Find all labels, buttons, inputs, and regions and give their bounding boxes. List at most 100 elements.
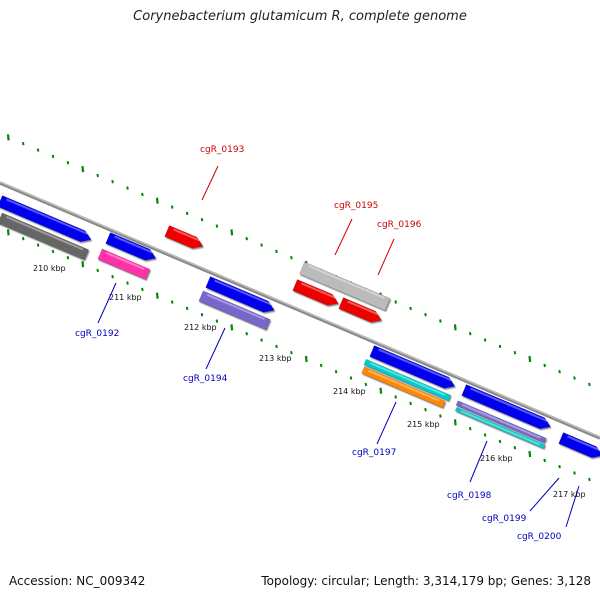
reverse-gene-0196: [338, 297, 382, 323]
scale-tick: [439, 414, 442, 418]
scale-tick: [573, 471, 576, 475]
scale-tick: [453, 324, 457, 331]
scale-tick: [394, 300, 397, 304]
scale-tick: [230, 229, 234, 236]
scale-tick: [111, 180, 114, 184]
scale-tick: [155, 292, 159, 299]
gene-label-cgR-0194: cgR_0194: [183, 374, 228, 384]
scale-tick: [558, 465, 561, 469]
gene-label-cgR-0197: cgR_0197: [352, 448, 396, 458]
scale-tick: [6, 229, 10, 236]
scale-tick: [319, 363, 323, 368]
scale-tick: [275, 249, 278, 254]
scale-tick: [439, 319, 442, 323]
scale-tick: [290, 256, 293, 260]
forward-gene-0197-highlight: [378, 348, 452, 382]
scale-tick: [543, 458, 546, 463]
gene-label-cgR-0198: cgR_0198: [447, 491, 492, 501]
cyan-feature-0198-highlight: [460, 410, 540, 446]
scale-tick: [51, 154, 55, 159]
scale-tick: [588, 477, 591, 482]
scale-tick: [200, 218, 204, 222]
scale-tick: [543, 363, 546, 368]
scale-label: 214 kbp: [333, 387, 366, 396]
scale-tick: [6, 134, 10, 141]
scale-tick: [424, 313, 427, 317]
scale-tick: [260, 243, 263, 247]
scale-tick: [424, 408, 427, 412]
orange-feature-0197-highlight: [368, 369, 440, 402]
forward-gene-0197: [369, 345, 456, 389]
scale-tick: [200, 313, 204, 317]
scale-tick: [21, 142, 25, 146]
backbone: [0, 181, 600, 440]
scale-tick: [334, 370, 338, 374]
scale-tick: [379, 387, 383, 394]
scale-tick: [468, 332, 472, 336]
scale-tick: [215, 224, 219, 228]
scale-tick: [81, 165, 85, 173]
reverse-gene-0193-highlight: [173, 228, 200, 242]
forward-gene-0198-highlight: [470, 387, 548, 422]
scale-tick: [498, 439, 502, 444]
scale-tick: [260, 338, 263, 342]
scale-tick: [483, 338, 487, 342]
scale-tick: [215, 319, 219, 323]
scale-tick: [409, 401, 412, 406]
scale-tick: [96, 268, 99, 273]
slate-feature-0198-highlight: [461, 403, 541, 439]
scale-tick: [245, 332, 248, 336]
forward-gene-0200-highlight: [567, 435, 600, 451]
scale-tick: [155, 197, 159, 204]
scale-tick: [141, 192, 144, 197]
cyan-feature-0197-highlight: [370, 362, 446, 396]
scale-tick: [513, 446, 517, 450]
gene-label-cgR-0196: cgR_0196: [377, 220, 422, 230]
scale-tick: [290, 351, 293, 355]
gene-label-cgR-0193: cgR_0193: [200, 145, 244, 155]
gene-label-cgR-0200: cgR_0200: [517, 532, 562, 542]
scale-tick: [185, 211, 189, 216]
scale-tick: [513, 351, 517, 355]
scale-tick: [528, 355, 532, 363]
map-title: Corynebacterium glutamicum R, complete g…: [133, 9, 467, 24]
scale-tick: [170, 205, 174, 209]
scale-tick: [170, 300, 174, 304]
forward-gene-0194: [205, 276, 275, 313]
scale-tick: [141, 287, 144, 292]
magenta-feature-0192-highlight: [105, 252, 145, 270]
topology-text: Topology: circular; Length: 3,314,179 bp…: [261, 574, 591, 588]
scale-tick: [66, 256, 70, 260]
forward-gene-0192-highlight: [114, 235, 153, 254]
scale-tick: [36, 243, 40, 247]
scale-tick: [304, 355, 308, 363]
scale-tick: [245, 237, 248, 241]
reverse-gene-0195: [292, 279, 339, 306]
scale-tick: [230, 324, 234, 331]
scale-label: 217 kbp: [553, 490, 586, 499]
scale-tick: [528, 450, 532, 458]
scale-label: 216 kbp: [480, 454, 513, 463]
gene-label-cgR-0195: cgR_0195: [334, 201, 378, 211]
forward-gene-0192: [105, 232, 157, 261]
scale-tick: [21, 237, 25, 241]
scale-labels: 210 kbp 211 kbp 212 kbp 213 kbp 214 kbp …: [33, 264, 586, 499]
gray-feature-0195-highlight: [308, 265, 385, 299]
reverse-gene-0195-highlight: [301, 282, 336, 299]
slate-feature-0194: [198, 290, 271, 330]
slate-feature-0194-highlight: [206, 294, 265, 321]
dark-gray-feature-0191-highlight: [5, 216, 84, 251]
scale-label: 210 kbp: [33, 264, 66, 273]
gray-feature-0195: [299, 261, 391, 311]
scale-tick: [364, 382, 368, 387]
accession-text: Accession: NC_009342: [9, 574, 146, 588]
reverse-gene-0193: [164, 225, 204, 249]
inner-tick-row: [6, 229, 591, 482]
scale-tick: [96, 173, 99, 178]
scale-tick: [558, 370, 561, 374]
forward-gene-0191-highlight: [6, 198, 89, 235]
scale-label: 213 kbp: [259, 354, 292, 363]
scale-tick: [483, 433, 487, 437]
gene-labels: cgR_0193 cgR_0195 cgR_0196 cgR_0192 cgR_…: [75, 145, 562, 542]
scale-tick: [185, 306, 189, 311]
